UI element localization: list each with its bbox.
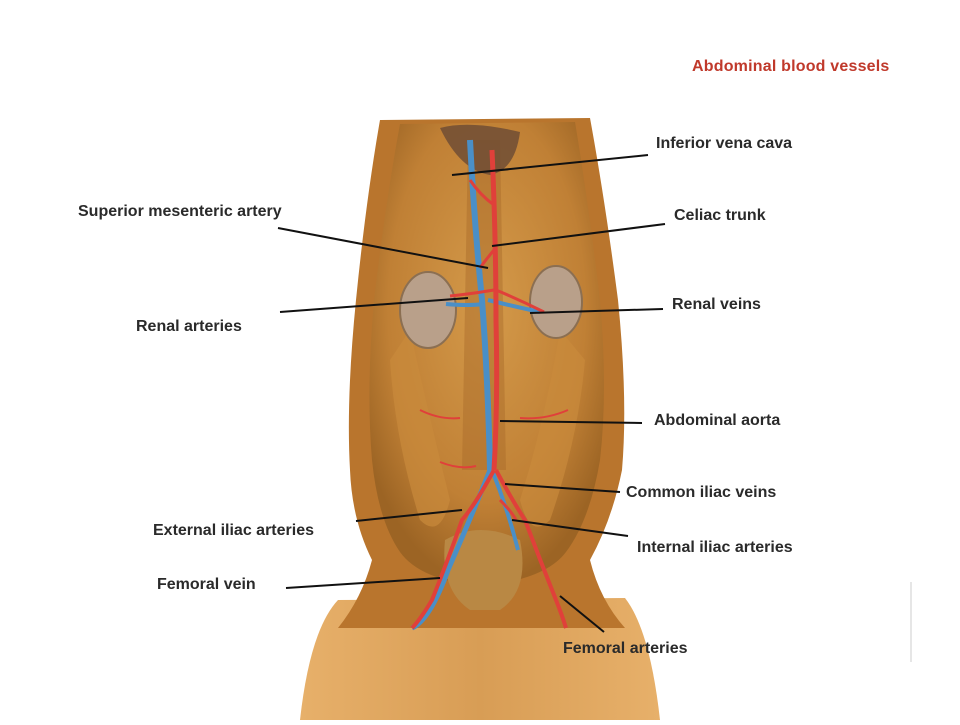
leader-renal-arteries: [279, 297, 469, 313]
upper-tissue: [440, 124, 520, 175]
leader-internal-iliac-arteries: [511, 519, 629, 537]
leader-renal-veins: [529, 308, 664, 314]
leader-abdominal-aorta: [499, 420, 643, 424]
label-inferior-vena-cava: Inferior vena cava: [656, 135, 793, 152]
label-renal-veins: Renal veins: [672, 296, 761, 313]
label-common-iliac-veins: Common iliac veins: [626, 484, 777, 501]
diagram-title: Abdominal blood vessels: [692, 58, 890, 75]
pelvic-region: [444, 530, 523, 610]
right-kidney: [529, 265, 583, 339]
label-internal-iliac-arteries: Internal iliac arteries: [637, 539, 793, 556]
edge-divider: [910, 582, 912, 662]
inferior-vena-cava-vessel: [467, 139, 493, 471]
small-branches: [419, 409, 569, 469]
leader-femoral-arteries: [559, 595, 605, 633]
label-femoral-arteries: Femoral arteries: [563, 640, 688, 657]
leader-celiac-trunk: [491, 223, 666, 247]
celiac-branch: [468, 179, 495, 207]
label-superior-mesenteric-artery: Superior mesenteric artery: [78, 203, 282, 220]
leader-superior-mesenteric-artery: [277, 227, 489, 269]
leader-common-iliac-veins: [504, 483, 621, 493]
renal-artery-left: [449, 288, 495, 298]
external-iliac-artery-right: [494, 469, 568, 629]
renal-vein-left: [445, 302, 485, 307]
muscle-left: [390, 330, 450, 527]
common-iliac-vein-right: [490, 469, 520, 551]
label-femoral-vein: Femoral vein: [157, 576, 256, 593]
renal-artery-right: [495, 288, 545, 314]
leader-lines: [277, 154, 666, 633]
leader-inferior-vena-cava: [451, 154, 649, 176]
leader-femoral-vein: [285, 577, 441, 589]
leader-external-iliac-arteries: [355, 509, 463, 522]
internal-iliac-branch: [498, 498, 518, 521]
label-renal-arteries: Renal arteries: [136, 318, 242, 335]
label-external-iliac-arteries: External iliac arteries: [153, 522, 314, 539]
thigh-region: [300, 598, 660, 720]
label-celiac-trunk: Celiac trunk: [674, 207, 766, 224]
renal-vein-right: [487, 298, 541, 314]
external-iliac-artery-left: [410, 469, 496, 630]
muscle-right: [520, 330, 585, 527]
abdominal-aorta-vessel: [489, 149, 500, 471]
label-abdominal-aorta: Abdominal aorta: [654, 412, 781, 429]
left-kidney: [399, 271, 457, 349]
